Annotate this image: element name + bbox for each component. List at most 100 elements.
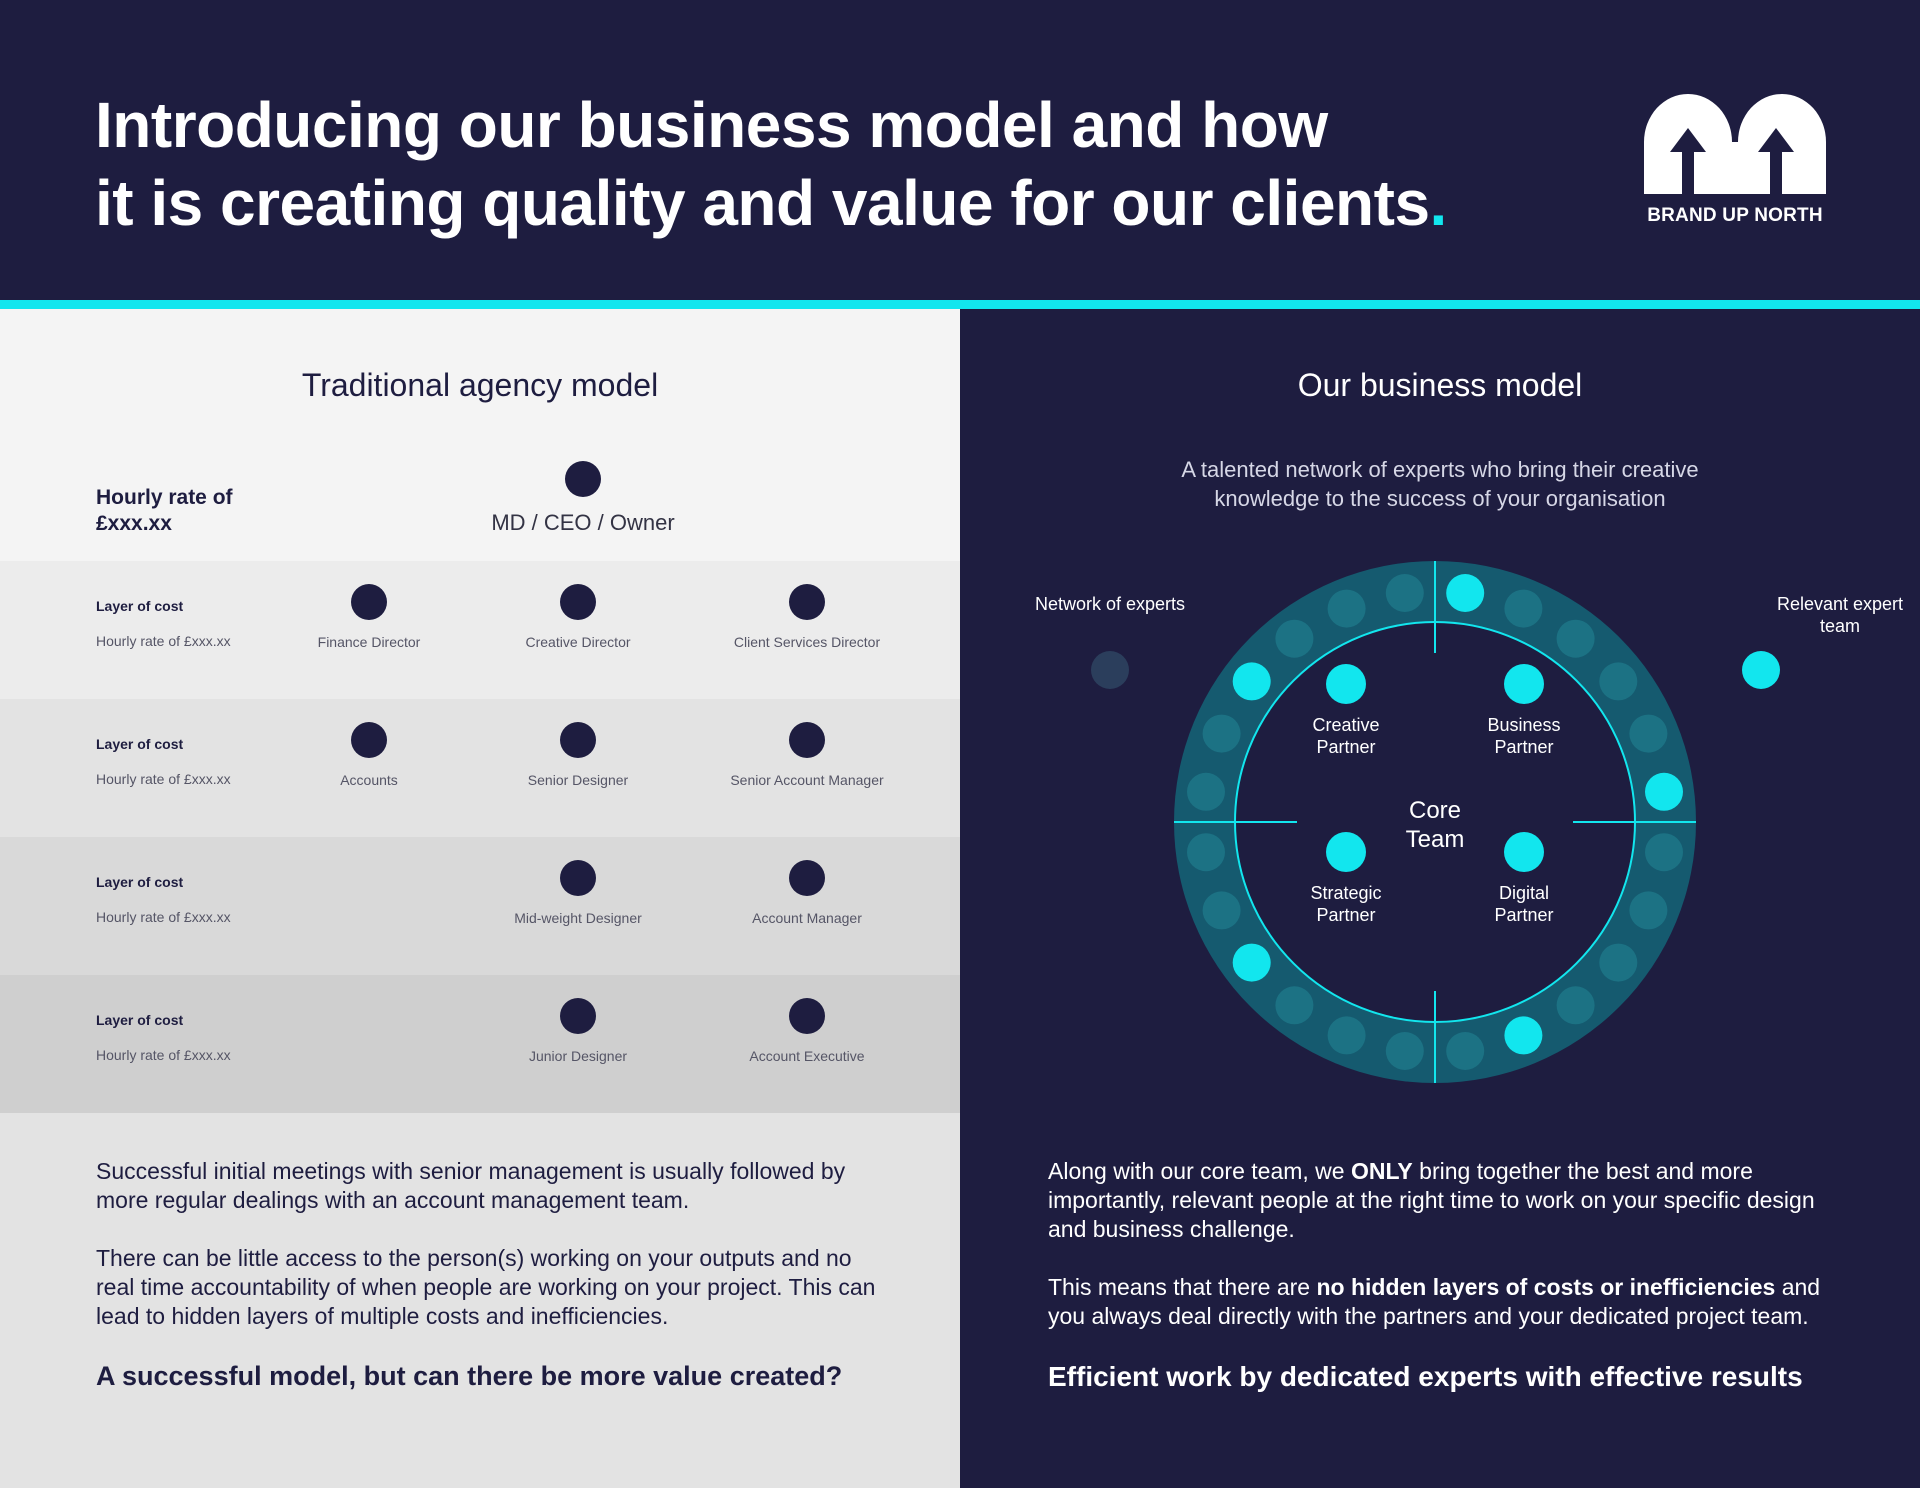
role-label: Senior Account Manager: [730, 772, 884, 788]
md-label: MD / CEO / Owner: [491, 510, 675, 535]
brand-name: BRAND UP NORTH: [1647, 205, 1823, 226]
partner-dot: [1326, 664, 1366, 704]
our-model-panel: Our business model A talented network of…: [960, 309, 1920, 1488]
partner-dot: [1504, 664, 1544, 704]
role-node: [560, 722, 596, 758]
expert-dot: [1202, 891, 1241, 930]
partner-dot: [1326, 832, 1366, 872]
layer-label: Layer of cost: [96, 598, 184, 614]
page-title: Introducing our business model and how i…: [95, 86, 1495, 242]
partner-label-line: Partner: [1316, 737, 1375, 757]
relevant-expert-dot: [1232, 943, 1271, 982]
relevant-expert-dot: [1504, 1016, 1543, 1055]
relevant-legend-dot: [1742, 651, 1780, 689]
expert-dot: [1504, 589, 1543, 628]
partner-label-line: Strategic: [1310, 883, 1381, 903]
cost-layer-band: [0, 837, 960, 975]
role-label: Senior Designer: [527, 772, 629, 788]
role-node: [789, 584, 825, 620]
network-label: Network of experts: [1034, 594, 1186, 614]
expert-dot: [1202, 714, 1241, 753]
title-line-2: it is creating quality and value for our…: [95, 167, 1430, 239]
layer-label: Layer of cost: [96, 1012, 184, 1028]
expert-dot: [1327, 589, 1366, 628]
role-node: [789, 998, 825, 1034]
expert-dot: [1599, 943, 1638, 982]
expert-dot: [1275, 619, 1314, 658]
expert-dot: [1599, 662, 1638, 701]
role-label: Mid-weight Designer: [514, 910, 642, 926]
role-node: [560, 998, 596, 1034]
our-model-closing: Efficient work by dedicated experts with…: [1048, 1361, 1803, 1392]
top-hourly-rate: Hourly rate of £xxx.xx: [96, 486, 233, 535]
core-team-label-line: Core: [1409, 797, 1461, 824]
role-label: Account Manager: [752, 910, 862, 926]
role-label: Accounts: [340, 772, 398, 788]
core-team-label-line: Team: [1406, 826, 1465, 853]
partner-label-line: Partner: [1494, 737, 1553, 757]
traditional-paragraph-1: Successful initial meetings with senior …: [96, 1158, 846, 1213]
cost-layer-band: [0, 975, 960, 1113]
expert-dot: [1556, 986, 1595, 1025]
expert-dot: [1556, 619, 1595, 658]
title-line-1: Introducing our business model and how: [95, 89, 1328, 161]
layer-label: Layer of cost: [96, 874, 184, 890]
partner-label-line: Partner: [1316, 905, 1375, 925]
layer-label: Layer of cost: [96, 736, 184, 752]
partner-label-line: Partner: [1494, 905, 1553, 925]
md-node: [565, 461, 601, 497]
role-label: Junior Designer: [528, 1048, 628, 1064]
cost-layer-band: [0, 699, 960, 837]
partner-label-line: Business: [1487, 715, 1560, 735]
our-model-paragraph-2: This means that there are no hidden laye…: [1048, 1274, 1821, 1329]
role-node: [789, 860, 825, 896]
layer-hourly: Hourly rate of £xxx.xx: [96, 633, 231, 649]
role-label: Finance Director: [317, 634, 421, 650]
expert-dot: [1385, 574, 1424, 612]
role-node: [560, 860, 596, 896]
role-label: Account Executive: [749, 1048, 865, 1064]
expert-dot: [1327, 1016, 1366, 1055]
relevant-expert-dot: [1645, 772, 1683, 811]
role-node: [560, 584, 596, 620]
brand-logo-icon: [1644, 94, 1826, 194]
expert-dot: [1446, 1032, 1485, 1070]
our-model-subtitle: A talented network of experts who bring …: [1181, 457, 1699, 511]
layer-hourly: Hourly rate of £xxx.xx: [96, 909, 231, 925]
expert-dot: [1629, 891, 1668, 930]
our-model-heading: Our business model: [1297, 367, 1583, 403]
expert-dot: [1385, 1032, 1424, 1070]
role-node: [789, 722, 825, 758]
partner-label-line: Digital: [1499, 883, 1549, 903]
relevant-expert-dot: [1446, 574, 1485, 612]
expert-dot: [1629, 714, 1668, 753]
expert-dot: [1645, 833, 1683, 872]
expert-dot: [1275, 986, 1314, 1025]
role-node: [351, 722, 387, 758]
cost-layer-band: [0, 561, 960, 699]
traditional-question: A successful model, but can there be mor…: [96, 1361, 843, 1391]
expert-dot: [1187, 772, 1225, 811]
role-label: Client Services Director: [733, 634, 881, 650]
role-node: [351, 584, 387, 620]
role-label: Creative Director: [525, 634, 631, 650]
accent-divider: [0, 300, 1920, 309]
layer-hourly: Hourly rate of £xxx.xx: [96, 771, 231, 787]
traditional-model-panel: Traditional agency model Hourly rate of …: [0, 309, 960, 1488]
network-legend-dot: [1091, 651, 1129, 689]
quadrant-lines: [1174, 561, 1696, 1083]
relevant-expert-dot: [1232, 662, 1271, 701]
partner-dot: [1504, 832, 1544, 872]
title-dot: .: [1429, 167, 1448, 239]
header: Introducing our business model and how i…: [0, 0, 1920, 300]
our-model-paragraph-1: Along with our core team, we ONLY bring …: [1048, 1158, 1815, 1242]
relevant-label: Relevant expert team: [1776, 594, 1904, 636]
partner-label-line: Creative: [1312, 715, 1379, 735]
layer-hourly: Hourly rate of £xxx.xx: [96, 1047, 231, 1063]
